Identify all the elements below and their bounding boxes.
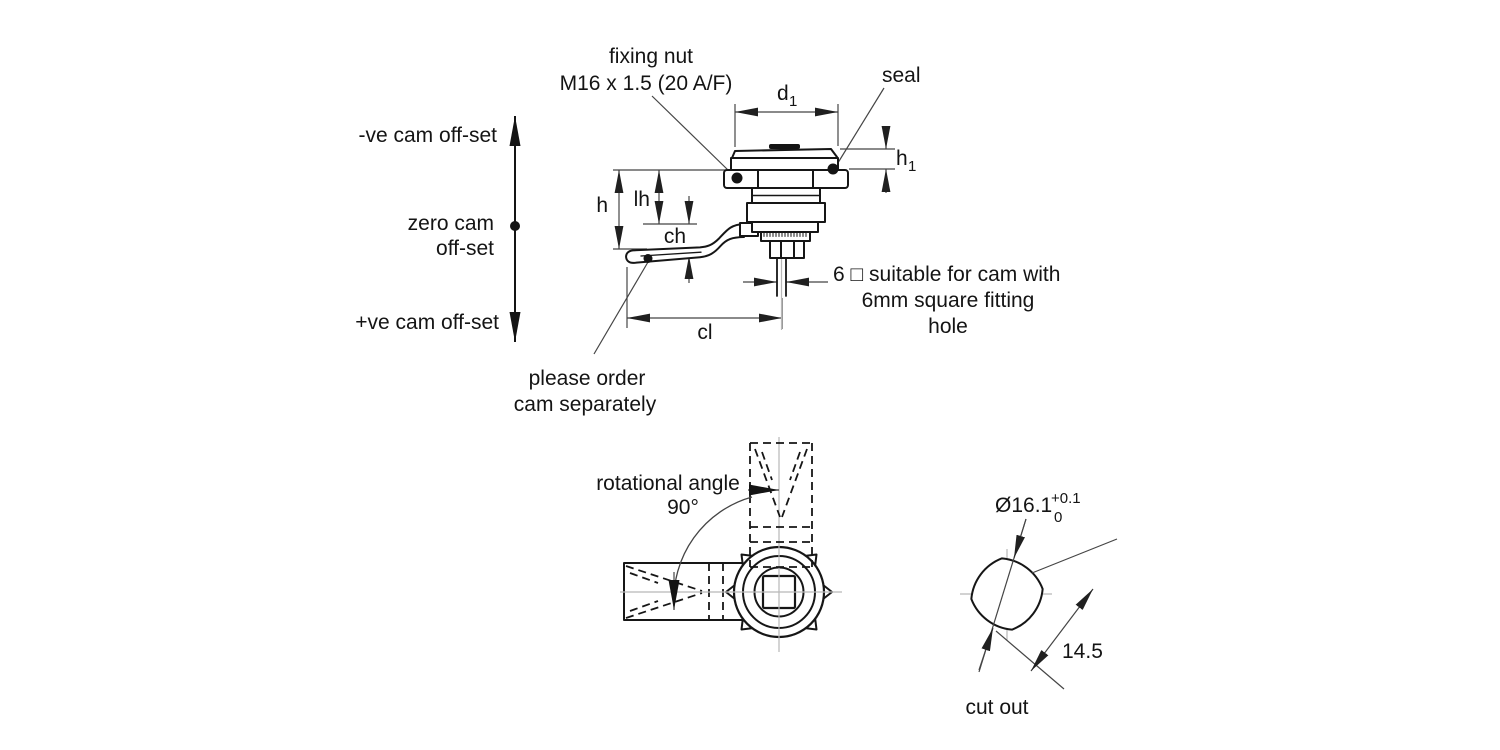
square-note-line3: hole <box>928 315 968 338</box>
fixing-nut-label-line1: fixing nut <box>609 45 693 68</box>
cam-offset-annotation: -ve cam off-set zero cam off-set +ve cam… <box>355 116 521 342</box>
order-note-line1: please order <box>529 367 646 390</box>
order-note-line2: cam separately <box>514 393 657 416</box>
seal-label: seal <box>882 64 921 87</box>
neg-offset-label: -ve cam off-set <box>359 124 498 147</box>
flats-extension-lower <box>995 630 1065 690</box>
bottom-view-centerlines <box>620 437 842 652</box>
key-slot <box>769 144 800 149</box>
cam-arm-hidden-lines <box>625 563 724 620</box>
cam-screw-dot <box>643 254 653 263</box>
square-note-line1: 6 □ suitable for cam with <box>833 263 1060 286</box>
leader-order-cam <box>593 261 649 355</box>
cutout-caption: cut out <box>965 696 1028 719</box>
across-flats-label: 14.5 <box>1062 640 1103 663</box>
dim-label-h1-sub: 1 <box>908 158 916 175</box>
lock-body <box>625 144 849 297</box>
diameter-arrow-upper <box>1013 518 1027 559</box>
cutout-tolerance-lower: 0 <box>1054 509 1062 526</box>
zero-offset-dot <box>510 221 520 231</box>
cutout-diameter-label: Ø16.1 <box>995 494 1052 517</box>
body-band <box>751 221 819 233</box>
dim-label-d1: d <box>777 82 789 105</box>
head-cap-band <box>730 157 839 171</box>
serration-ticks <box>763 231 807 237</box>
cutout-tolerance-upper: +0.1 <box>1051 490 1081 507</box>
dim-label-h1: h <box>896 147 908 170</box>
bottom-view-rotation: rotational angle 90° <box>596 437 842 652</box>
rotation-arc <box>668 484 779 610</box>
rotation-label-line1: rotational angle <box>596 472 740 495</box>
cutout-dimension-lines <box>978 518 1118 690</box>
dim-label-h: h <box>596 194 608 217</box>
zero-offset-label-line2: off-set <box>436 237 494 260</box>
dim-label-cl: cl <box>697 321 712 344</box>
cutout-detail: Ø16.1 +0.1 0 14.5 cut out <box>960 490 1118 719</box>
fixing-nut-facets <box>757 169 814 189</box>
dim-label-lh: lh <box>634 188 650 211</box>
dim-label-ch: ch <box>664 225 686 248</box>
dim-across-flats <box>1030 588 1094 672</box>
zero-offset-label-line1: zero cam <box>408 212 494 235</box>
head-cap-top <box>731 148 838 159</box>
dim-label-d1-sub: 1 <box>789 93 797 110</box>
cutout-shape <box>970 557 1044 631</box>
dimension-lines <box>593 87 895 355</box>
square-spindle <box>776 257 787 297</box>
diameter-arrow-lower <box>978 627 994 671</box>
leader-fixing-nut <box>651 95 730 172</box>
rotation-label-line2: 90° <box>667 496 699 519</box>
seal-dot-left <box>731 172 743 184</box>
cam-lever <box>625 223 745 264</box>
square-note-line2: 6mm square fitting <box>862 289 1035 312</box>
pos-offset-label: +ve cam off-set <box>355 311 499 334</box>
spindle-nut-facets <box>780 240 795 259</box>
flats-extension-upper <box>1031 538 1118 574</box>
leader-seal <box>835 87 885 167</box>
seal-dot-right <box>827 163 839 175</box>
side-view-quarter-turn-lock: -ve cam off-set zero cam off-set +ve cam… <box>355 45 1060 416</box>
spindle-nut <box>769 240 805 259</box>
body-flange <box>746 202 826 223</box>
cam-rotated-hidden <box>749 442 813 568</box>
fixing-nut-label-line2: M16 x 1.5 (20 A/F) <box>560 72 733 95</box>
